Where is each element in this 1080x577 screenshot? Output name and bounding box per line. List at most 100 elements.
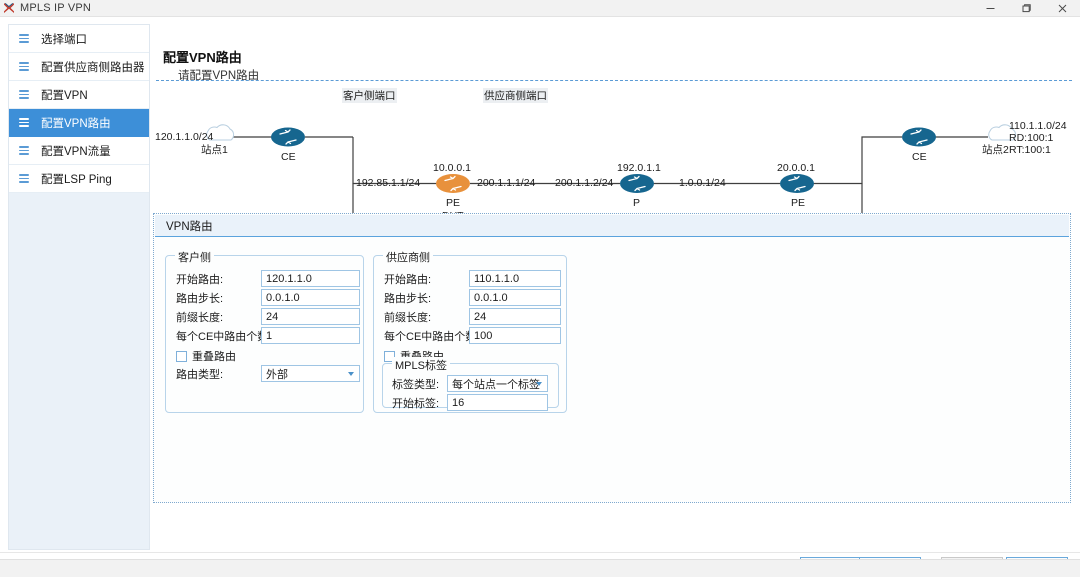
label-site2-network: 110.1.1.0/24 xyxy=(1009,120,1067,132)
label-link-ce-pe: 192.85.1.1/24 xyxy=(356,177,421,189)
field-label: 开始路由: xyxy=(384,273,432,286)
field-label: 路由步长: xyxy=(176,292,224,305)
label-pedut-loopback: 10.0.0.1 xyxy=(433,162,471,174)
sidebar-item-label: 配置VPN xyxy=(41,89,88,102)
label-site1-name: 站点1 xyxy=(201,144,228,156)
field-customer-routes-per-ce: 每个CE中路由个数: xyxy=(176,327,360,344)
router-pe xyxy=(780,174,814,193)
label-p-loopback: 192.0.1.1 xyxy=(617,162,661,174)
label-link-pe-p-left: 200.1.1.1/24 xyxy=(477,177,536,189)
field-label: 前缀长度: xyxy=(176,311,224,324)
sidebar-item-select-port[interactable]: 选择端口 xyxy=(9,25,149,53)
provider-route-step-input[interactable] xyxy=(469,289,561,306)
label-ce1-name: CE xyxy=(281,151,296,163)
sidebar-item-config-vpn-traffic[interactable]: 配置VPN流量 xyxy=(9,137,149,165)
mpls-label-fieldset: MPLS标签 标签类型: 每个站点一个标签 开始标签: xyxy=(382,357,559,411)
sidebar: 选择端口 配置供应商侧路由器 配置VPN 配置VPN路由 配置VPN流量 配置L… xyxy=(8,24,150,550)
customer-route-step-input[interactable] xyxy=(261,289,360,306)
field-label: 每个CE中路由个数: xyxy=(384,330,480,343)
mpls-start-label-input[interactable] xyxy=(447,394,548,411)
sidebar-item-label: 配置LSP Ping xyxy=(41,173,112,186)
close-icon[interactable] xyxy=(1044,0,1080,17)
customer-prefix-length-input[interactable] xyxy=(261,308,360,325)
provider-start-route-input[interactable] xyxy=(469,270,561,287)
customer-routes-per-ce-input[interactable] xyxy=(261,327,360,344)
window-titlebar: MPLS IP VPN xyxy=(0,0,1080,17)
caption-customer-port: 客户侧端口 xyxy=(342,88,397,103)
field-customer-route-type: 路由类型: 外部 xyxy=(176,365,360,382)
field-label: 路由类型: xyxy=(176,368,224,381)
list-icon xyxy=(19,173,31,185)
page-subtitle: 请配置VPN路由 xyxy=(178,70,260,82)
sidebar-item-label: 选择端口 xyxy=(41,33,87,46)
field-mpls-start-label: 开始标签: xyxy=(392,394,548,411)
customer-side-legend: 客户侧 xyxy=(175,249,214,265)
maximize-icon[interactable] xyxy=(1008,0,1044,17)
field-provider-prefix-length: 前缀长度: xyxy=(384,308,561,325)
field-label: 开始标签: xyxy=(392,397,440,410)
label-site1-network: 120.1.1.0/24 xyxy=(155,131,214,143)
sidebar-item-provider-router[interactable]: 配置供应商侧路由器 xyxy=(9,53,149,81)
customer-overlap-route-row[interactable]: 重叠路由 xyxy=(176,348,236,364)
list-icon xyxy=(19,145,31,157)
label-ce2-name: CE xyxy=(912,151,927,163)
sidebar-item-config-lsp-ping[interactable]: 配置LSP Ping xyxy=(9,165,149,193)
label-p-name: P xyxy=(633,197,641,209)
customer-side-fieldset: 客户侧 开始路由: 路由步长: 前缀长度: 每个CE中路由个数: xyxy=(165,249,364,413)
field-label: 每个CE中路由个数: xyxy=(176,330,272,343)
customer-start-route-input[interactable] xyxy=(261,270,360,287)
select-value: 外部 xyxy=(266,368,288,381)
list-icon xyxy=(19,33,31,45)
caption-provider-port: 供应商侧端口 xyxy=(483,88,548,103)
label-site2-rd: RD:100:1 xyxy=(1009,132,1054,144)
window-controls xyxy=(972,0,1080,17)
provider-overlap-route-checkbox[interactable] xyxy=(384,350,395,362)
field-mpls-label-type: 标签类型: 每个站点一个标签 xyxy=(392,375,548,392)
main-content: 配置VPN路由 请配置VPN路由 xyxy=(150,24,1072,550)
label-site2-name: 站点2 xyxy=(982,144,1009,156)
field-provider-routes-per-ce: 每个CE中路由个数: xyxy=(384,327,561,344)
label-pedut-name: PE xyxy=(446,197,461,209)
provider-prefix-length-input[interactable] xyxy=(469,308,561,325)
label-link-pe-p-right: 200.1.1.2/24 xyxy=(555,177,614,189)
chevron-down-icon xyxy=(348,371,354,376)
panel-title: VPN路由 xyxy=(155,215,1069,237)
field-customer-prefix-length: 前缀长度: xyxy=(176,308,360,325)
sidebar-item-label: 配置供应商侧路由器 xyxy=(41,61,145,74)
sidebar-item-config-vpn[interactable]: 配置VPN xyxy=(9,81,149,109)
list-icon xyxy=(19,61,31,73)
minimize-icon[interactable] xyxy=(972,0,1008,17)
field-label: 路由步长: xyxy=(384,292,432,305)
router-pe-dut xyxy=(436,174,470,193)
checkbox-label: 重叠路由 xyxy=(192,351,236,363)
list-icon xyxy=(19,89,31,101)
sidebar-item-label: 配置VPN路由 xyxy=(41,117,111,130)
field-label: 标签类型: xyxy=(392,378,440,391)
select-value: 每个站点一个标签 xyxy=(452,378,540,391)
field-label: 前缀长度: xyxy=(384,311,432,324)
app-x-logo-icon xyxy=(2,1,16,15)
label-site2-rt: RT:100:1 xyxy=(1009,144,1051,156)
provider-routes-per-ce-input[interactable] xyxy=(469,327,561,344)
provider-side-legend: 供应商侧 xyxy=(383,249,433,265)
sidebar-item-config-vpn-route[interactable]: 配置VPN路由 xyxy=(9,109,149,137)
field-customer-route-step: 路由步长: xyxy=(176,289,360,306)
field-customer-start-route: 开始路由: xyxy=(176,270,360,287)
field-provider-start-route: 开始路由: xyxy=(384,270,561,287)
mpls-label-type-select[interactable]: 每个站点一个标签 xyxy=(447,375,548,392)
status-strip xyxy=(0,559,1080,577)
field-label: 开始路由: xyxy=(176,273,224,286)
chevron-down-icon xyxy=(536,381,542,386)
router-ce-2 xyxy=(902,127,936,147)
label-pe-loopback: 20.0.0.1 xyxy=(777,162,815,174)
router-p xyxy=(620,174,654,193)
header-divider xyxy=(156,80,1072,81)
customer-overlap-route-checkbox[interactable] xyxy=(176,350,187,362)
list-icon xyxy=(19,117,31,129)
window-title: MPLS IP VPN xyxy=(20,2,92,14)
label-link-p-pe: 1.0.0.1/24 xyxy=(679,177,726,189)
page-title: 配置VPN路由 xyxy=(163,50,242,65)
customer-route-type-select[interactable]: 外部 xyxy=(261,365,360,382)
field-provider-route-step: 路由步长: xyxy=(384,289,561,306)
provider-side-fieldset: 供应商侧 开始路由: 路由步长: 前缀长度: 每个CE中路由个数: xyxy=(373,249,567,413)
